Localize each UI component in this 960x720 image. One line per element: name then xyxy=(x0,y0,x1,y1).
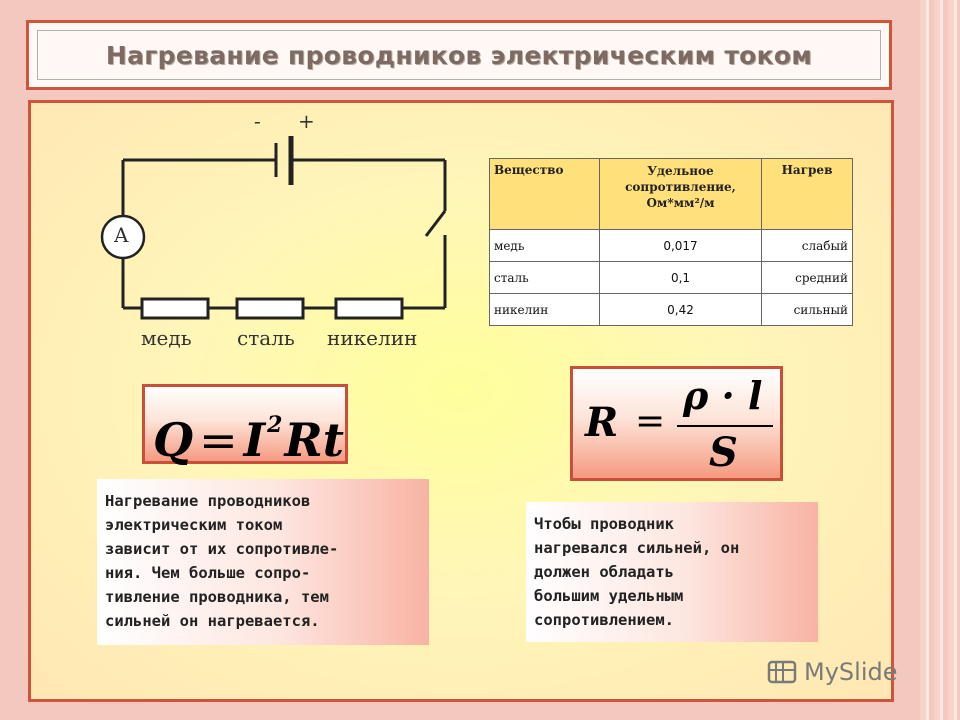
table-header-row: Вещество Удельное сопротивление, Ом*мм²/… xyxy=(489,158,853,230)
table-cell-resistivity: 0,017 xyxy=(599,229,762,262)
fraction-bar xyxy=(677,425,773,427)
formula-i: I xyxy=(243,413,266,467)
formula-rt: Rt xyxy=(284,413,344,467)
table-cell-heating: сильный xyxy=(761,293,853,326)
formula-q: Q xyxy=(153,413,194,467)
table-cell-substance: никелин xyxy=(489,293,600,326)
resistor-steel xyxy=(235,297,305,320)
table-cell-heating: средний xyxy=(761,261,853,294)
ammeter-label: A xyxy=(114,223,129,247)
resistor-label-copper: медь xyxy=(141,326,192,350)
table-cell-resistivity: 0,42 xyxy=(599,293,762,326)
resistor-label-steel: сталь xyxy=(237,326,295,350)
ammeter-circle xyxy=(100,214,146,260)
table-row: никелин 0,42 сильный xyxy=(489,293,853,326)
table-row: сталь 0,1 средний xyxy=(489,261,853,294)
table-header-resistivity: Удельное сопротивление, Ом*мм²/м xyxy=(599,158,762,230)
decorative-stripes xyxy=(920,0,960,720)
switch-blade xyxy=(424,210,447,237)
formula-r-eq: = xyxy=(635,401,666,442)
circuit-diagram xyxy=(100,136,447,320)
formula-joule-lenz: Q=I2Rt xyxy=(142,384,348,467)
resistor-copper xyxy=(140,297,210,320)
formula-r: R xyxy=(585,399,619,446)
table-cell-substance: медь xyxy=(489,229,600,262)
table-row: медь 0,017 слабый xyxy=(489,229,853,262)
resistor-nickeline xyxy=(334,297,404,320)
slide-content: - + A медь сталь никелин Вещество Удельн… xyxy=(28,100,894,702)
watermark: MySlide xyxy=(766,657,897,687)
table-cell-resistivity: 0,1 xyxy=(599,261,762,294)
table-header-heating: Нагрев xyxy=(761,158,853,230)
table-header-substance: Вещество xyxy=(489,158,600,230)
slide-title: Нагревание проводников электрическим ток… xyxy=(105,40,813,70)
note-right: Чтобы проводник нагревался сильней, он д… xyxy=(526,502,818,642)
title-frame: Нагревание проводников электрическим ток… xyxy=(26,20,892,90)
formula-resistance: R = ρ · l S xyxy=(570,366,783,481)
resistor-label-nickeline: никелин xyxy=(327,326,418,350)
table-cell-substance: сталь xyxy=(489,261,600,294)
battery-plus-label: + xyxy=(298,109,315,133)
battery-minus-label: - xyxy=(254,109,261,133)
myshared-logo-icon xyxy=(767,660,797,684)
table-cell-heating: слабый xyxy=(761,229,853,262)
formula-eq: = xyxy=(199,413,238,467)
note-left: Нагревание проводников электрическим ток… xyxy=(97,479,429,645)
formula-denominator: S xyxy=(709,429,738,476)
resistivity-table: Вещество Удельное сопротивление, Ом*мм²/… xyxy=(489,158,853,326)
formula-numerator: ρ · l xyxy=(683,373,763,418)
watermark-text: MySlide xyxy=(804,658,898,686)
formula-exponent: 2 xyxy=(267,412,283,438)
